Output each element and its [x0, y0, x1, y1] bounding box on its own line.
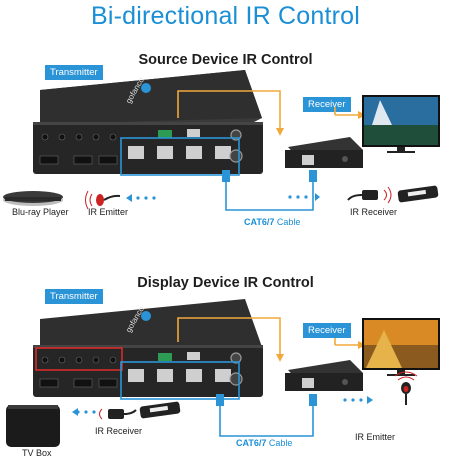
ir-emitter-icon-2 — [394, 371, 418, 405]
transmitter-device: gofanco — [33, 70, 263, 174]
ir-receiver-label-2: IR Receiver — [95, 426, 143, 436]
cat-port-highlight — [120, 137, 240, 176]
transmitter-tag-2: Transmitter — [45, 289, 103, 304]
blu-ray-player — [3, 191, 63, 206]
cat-cable — [225, 176, 314, 211]
transmitter-device-2: gofanco — [33, 299, 263, 397]
receiver-tag-2: Receiver — [303, 323, 351, 338]
cat-cable-2 — [219, 400, 314, 437]
blu-ray-player-label: Blu-ray Player — [12, 207, 69, 217]
tv-box-label: TV Box — [22, 448, 52, 458]
tv-display-2 — [362, 318, 440, 376]
section-heading-display: Display Device IR Control — [137, 275, 314, 291]
tv-display — [362, 95, 440, 153]
section-heading-source: Source Device IR Control — [138, 52, 313, 68]
ir-receiver-icon-2 — [99, 408, 137, 420]
ir-emitter-label: IR Emitter — [88, 207, 129, 217]
cat-port-highlight-2 — [120, 361, 240, 400]
ir-emitter-icon — [85, 190, 121, 210]
receiver-device — [285, 137, 363, 168]
ir-receiver-icon — [347, 186, 392, 204]
link-arrow — [177, 90, 281, 130]
cable-label-2: CAT6/7 Cable — [236, 438, 293, 448]
transmitter-tag: Transmitter — [45, 65, 103, 80]
page-title: Bi-directional IR Control — [91, 2, 360, 30]
receiver-device-2 — [285, 360, 363, 391]
receiver-tag: Receiver — [303, 97, 351, 112]
cable-label: CAT6/7 Cable — [244, 217, 301, 227]
ir-receiver-label: IR Receiver — [350, 207, 398, 217]
ir-emitter-label-2: IR Emitter — [355, 432, 396, 442]
remote-control-icon-2 — [139, 401, 181, 419]
ir-port-highlight — [35, 347, 123, 371]
remote-control-icon — [397, 185, 439, 203]
tv-box — [6, 405, 60, 447]
